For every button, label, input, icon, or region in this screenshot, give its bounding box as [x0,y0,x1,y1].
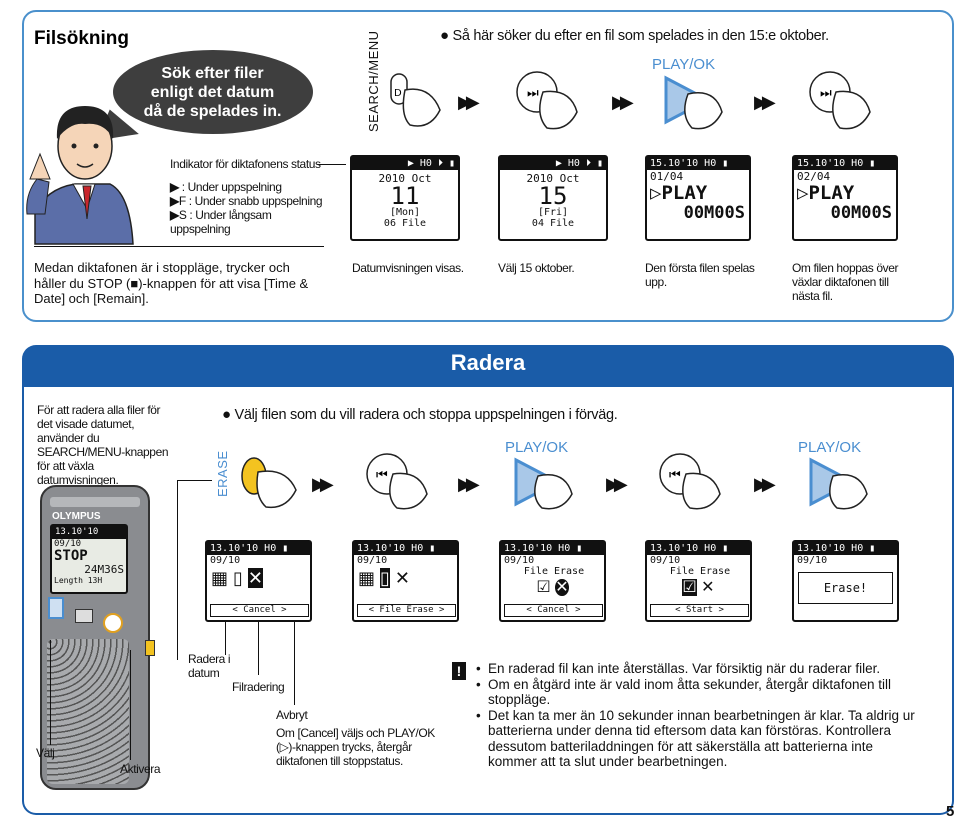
device-stop-button[interactable] [75,609,93,623]
forward-button-press-icon: ⏭ [516,71,578,130]
page-number: 5 [946,803,955,820]
play-ok-label-1: PLAY/OK [505,439,569,456]
next-arrow-icon: ▶▶ [458,92,480,112]
next-arrow-icon: ▶▶ [312,474,334,494]
file-search-title: Filsökning [34,28,129,49]
confirm-icons: ☑ ✕ [536,579,569,596]
label-file-erase: Filradering [232,680,285,694]
warning-icon: ! [452,662,466,680]
rewind-button-press-icon: ⏮ [659,453,721,510]
lcd-erase-screen-1: 13.10'10 H0 ▮ 09/10 ▦ ▯ ✕ < Cancel > [205,540,312,622]
search-button-press-icon: D [390,73,441,127]
search-heading: ● Så här söker du efter en fil som spela… [440,27,829,44]
lcd-erase-screen-3: 13.10'10 H0 ▮ 09/10 File Erase ☑ ✕ < Can… [499,540,606,622]
businessman-illustration [26,106,134,245]
status-indicator-list: ▶ : Under uppspelning ▶F : Under snabb u… [170,180,323,236]
next-arrow-icon: ▶▶ [754,92,776,112]
lcd-screen-date-1: ▶ H0 ⏵ ▮ 2010 Oct 11 [Mon] 06 File [350,155,460,241]
device-play-button[interactable] [48,597,64,619]
svg-text:⏭: ⏭ [527,86,539,101]
file-search-panel [22,10,954,322]
erase-options-icons: ▦ ▯ ✕ [358,568,411,588]
next-arrow-icon: ▶▶ [458,474,480,494]
leader-line [177,480,212,481]
confirm-icons: ☑ ✕ [682,579,715,596]
label-erase-date: Radera i datum [188,652,231,680]
lcd-erase-screen-2: 13.10'10 H0 ▮ 09/10 ▦ ▯ ✕ < File Erase > [352,540,459,622]
lcd-erase-screen-4: 13.10'10 H0 ▮ 09/10 File Erase ☑ ✕ < Sta… [645,540,752,622]
erase-panel [22,387,954,815]
device-lcd: 13.10'10 09/10 STOP 24M36S Length 13H [50,524,128,594]
leader-line [258,615,259,675]
speech-bubble-text: Sök efter filer enligt det datum då de s… [143,65,282,120]
next-arrow-icon: ▶▶ [606,474,628,494]
play-ok-label-2: PLAY/OK [798,439,862,456]
play-ok-button-press-icon [664,75,723,130]
svg-text:D: D [394,88,402,99]
svg-text:⏭: ⏭ [820,86,832,101]
leader-line [50,640,51,745]
lcd-screen-date-2: ▶ H0 ⏵ ▮ 2010 Oct 15 [Fri] 04 File [498,155,608,241]
play-ok-button-press-icon [809,457,868,510]
caption-1: Datumvisningen visas. [352,261,464,275]
caption-2: Välj 15 oktober. [498,261,575,275]
leader-line [130,650,131,760]
caption-4: Om filen hoppas över växlar diktafonen t… [792,261,899,303]
leader-line [225,615,226,655]
leader-line [177,480,178,660]
label-select: Välj [36,746,55,760]
erase-button-press-icon [241,457,297,509]
lcd-erase-screen-5: 13.10'10 H0 ▮ 09/10 Erase! [792,540,899,622]
rewind-button-press-icon: ⏮ [366,453,428,510]
lcd-screen-play-1: 15.10'10 H0 ▮ 01/04 ▷PLAY 00M00S [645,155,751,241]
search-instruction: Medan diktafonen är i stoppläge, trycker… [34,260,309,306]
svg-text:⏮: ⏮ [669,468,681,483]
device-brand: OLYMPUS [52,511,101,522]
erase-options-icons: ▦ ▯ ✕ [211,568,264,588]
status-indicator-title: Indikator för diktafonens status [170,157,321,171]
leader-line [294,615,295,705]
forward-button-press-icon: ⏭ [809,71,871,130]
voice-recorder-device: OLYMPUS 13.10'10 09/10 STOP 24M36S Lengt… [40,485,150,790]
play-ok-label: PLAY/OK [652,56,716,73]
next-arrow-icon: ▶▶ [754,474,776,494]
erase-heading: ● Välj filen som du vill radera och stop… [222,406,618,423]
search-menu-label: SEARCH/MENU [366,30,381,132]
erase-title: Radera [450,350,526,375]
erase-intro: För att radera alla filer för det visade… [37,403,169,487]
lcd-screen-play-2: 15.10'10 H0 ▮ 02/04 ▷PLAY 00M00S [792,155,898,241]
play-ok-button-press-icon [514,457,573,510]
label-cancel-text: Om [Cancel] väljs och PLAY/OK (▷)-knappe… [276,726,435,768]
divider [34,246,324,247]
status-leader-line [318,164,346,165]
erase-header-bar [22,345,954,387]
caption-3: Den första filen spelas upp. [645,261,755,289]
erase-label: ERASE [215,450,230,497]
warning-notes: En raderad fil kan inte återställas. Var… [476,661,916,770]
device-side-button[interactable] [145,640,155,656]
label-cancel-title: Avbryt [276,708,308,722]
device-speaker-grille [47,639,129,784]
speech-bubble [113,50,313,134]
label-activate: Aktivera [120,762,161,776]
svg-text:⏮: ⏮ [376,468,388,483]
device-erase-button[interactable] [103,613,123,633]
next-arrow-icon: ▶▶ [612,92,634,112]
